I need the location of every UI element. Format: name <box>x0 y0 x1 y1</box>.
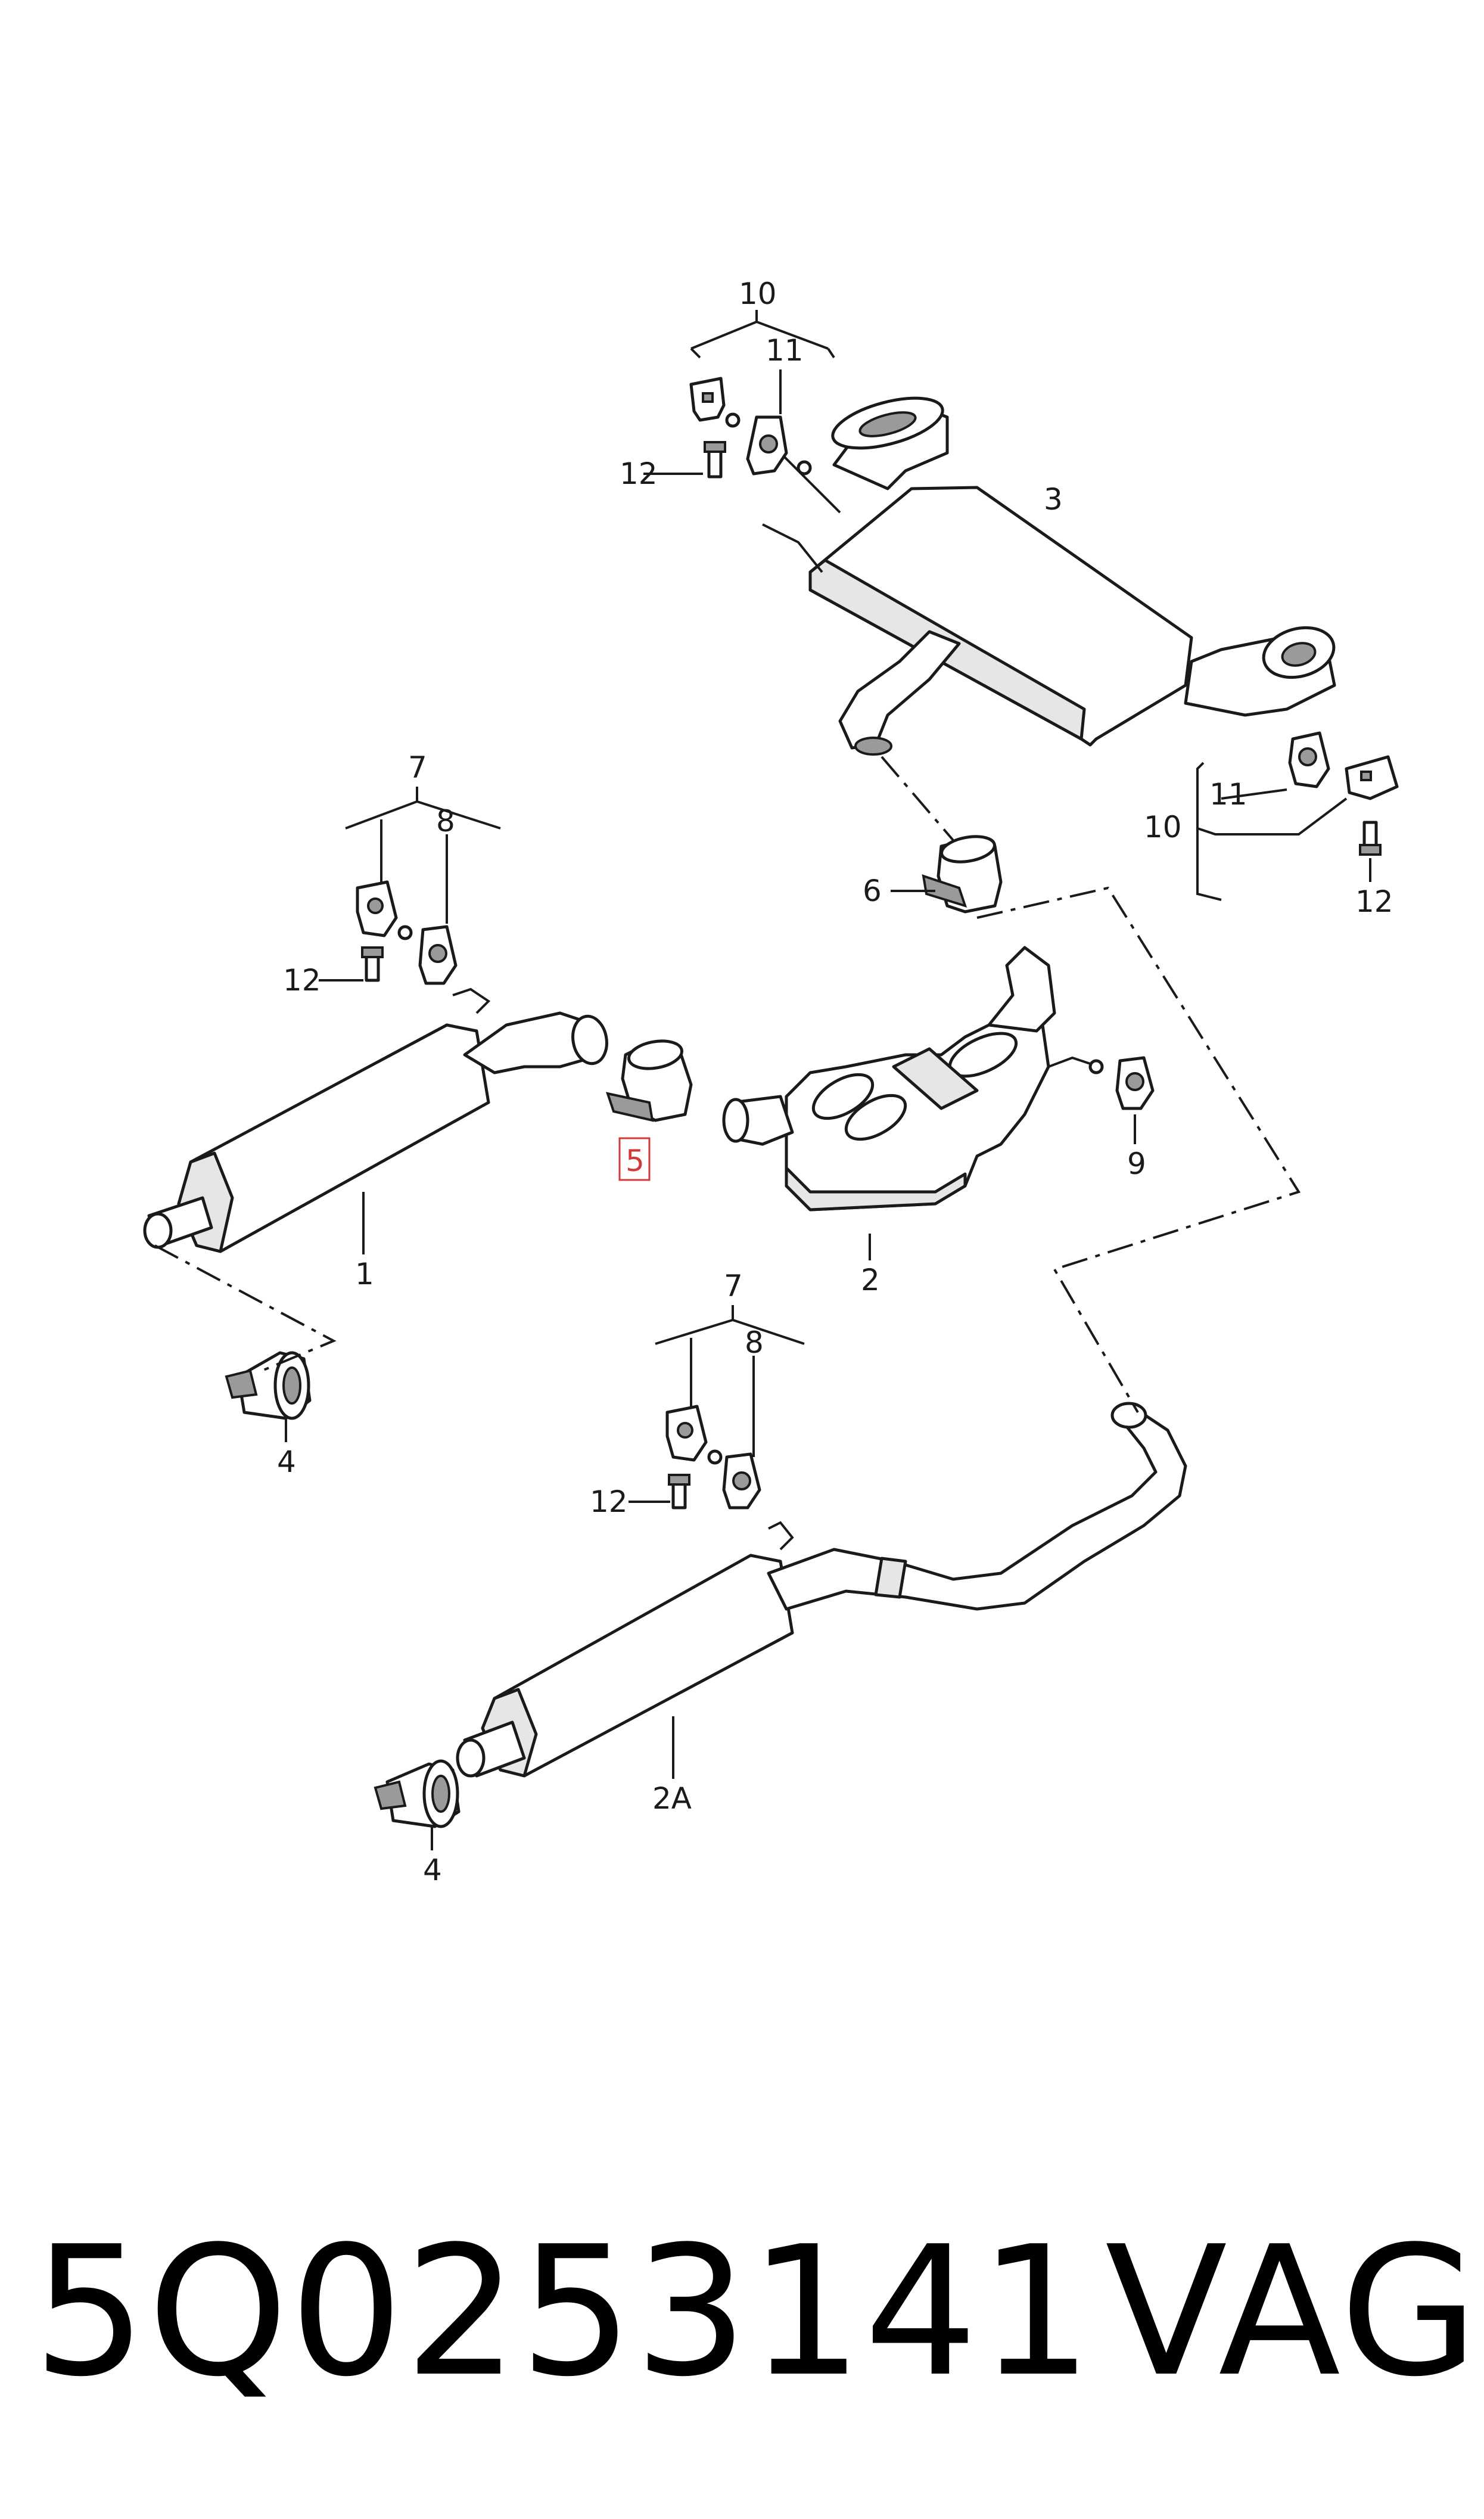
part-number: 5Q0253141 <box>33 2208 1094 2416</box>
callout-11-right: 11 <box>1209 777 1247 812</box>
tailpipe-trim-left <box>225 1351 312 1442</box>
brand-label: VAG <box>1105 2208 1481 2416</box>
callout-2: 2 <box>861 1263 880 1297</box>
callout-9: 9 <box>1127 1147 1146 1181</box>
callout-11-top: 11 <box>766 333 804 368</box>
silencer-1 <box>143 987 608 1254</box>
bottom-hanger-assembly <box>629 1305 805 1509</box>
callout-8-left: 8 <box>436 804 455 838</box>
callout-10-top: 10 <box>739 277 777 311</box>
callout-4-bottom: 4 <box>423 1853 442 1887</box>
clamp-5 <box>605 1039 693 1122</box>
exhaust-system-diagram: 10 11 12 3 11 10 12 6 7 8 12 5 9 1 2 4 7… <box>143 277 1399 1887</box>
rear-silencer <box>762 396 1336 756</box>
callout-6: 6 <box>863 874 882 908</box>
callout-12-left: 12 <box>283 963 321 998</box>
callout-10-right: 10 <box>1144 810 1182 844</box>
centre-silencer <box>722 946 1155 1260</box>
silencer-2A <box>456 1402 1187 1779</box>
callout-2A: 2A <box>652 1781 692 1816</box>
callout-7-bottom: 7 <box>724 1269 743 1303</box>
left-hanger-assembly <box>319 787 501 985</box>
callout-3: 3 <box>1044 482 1063 517</box>
callout-7-left: 7 <box>408 750 427 785</box>
callout-5-highlighted: 5 <box>626 1144 645 1178</box>
highlight-box-5 <box>618 1137 651 1181</box>
tailpipe-trim-bottom <box>374 1759 461 1850</box>
assembly-centre-lines <box>154 756 1301 1414</box>
callout-12-bottom: 12 <box>590 1484 628 1519</box>
callout-1: 1 <box>355 1257 374 1291</box>
clamp-6 <box>891 835 1003 914</box>
callout-4-left: 4 <box>277 1445 296 1479</box>
callout-12-right: 12 <box>1355 884 1393 919</box>
top-hanger-assembly <box>643 310 835 479</box>
callout-12-top: 12 <box>620 456 658 491</box>
callout-8-bottom: 8 <box>745 1325 764 1360</box>
right-hanger-assembly <box>1196 731 1399 901</box>
